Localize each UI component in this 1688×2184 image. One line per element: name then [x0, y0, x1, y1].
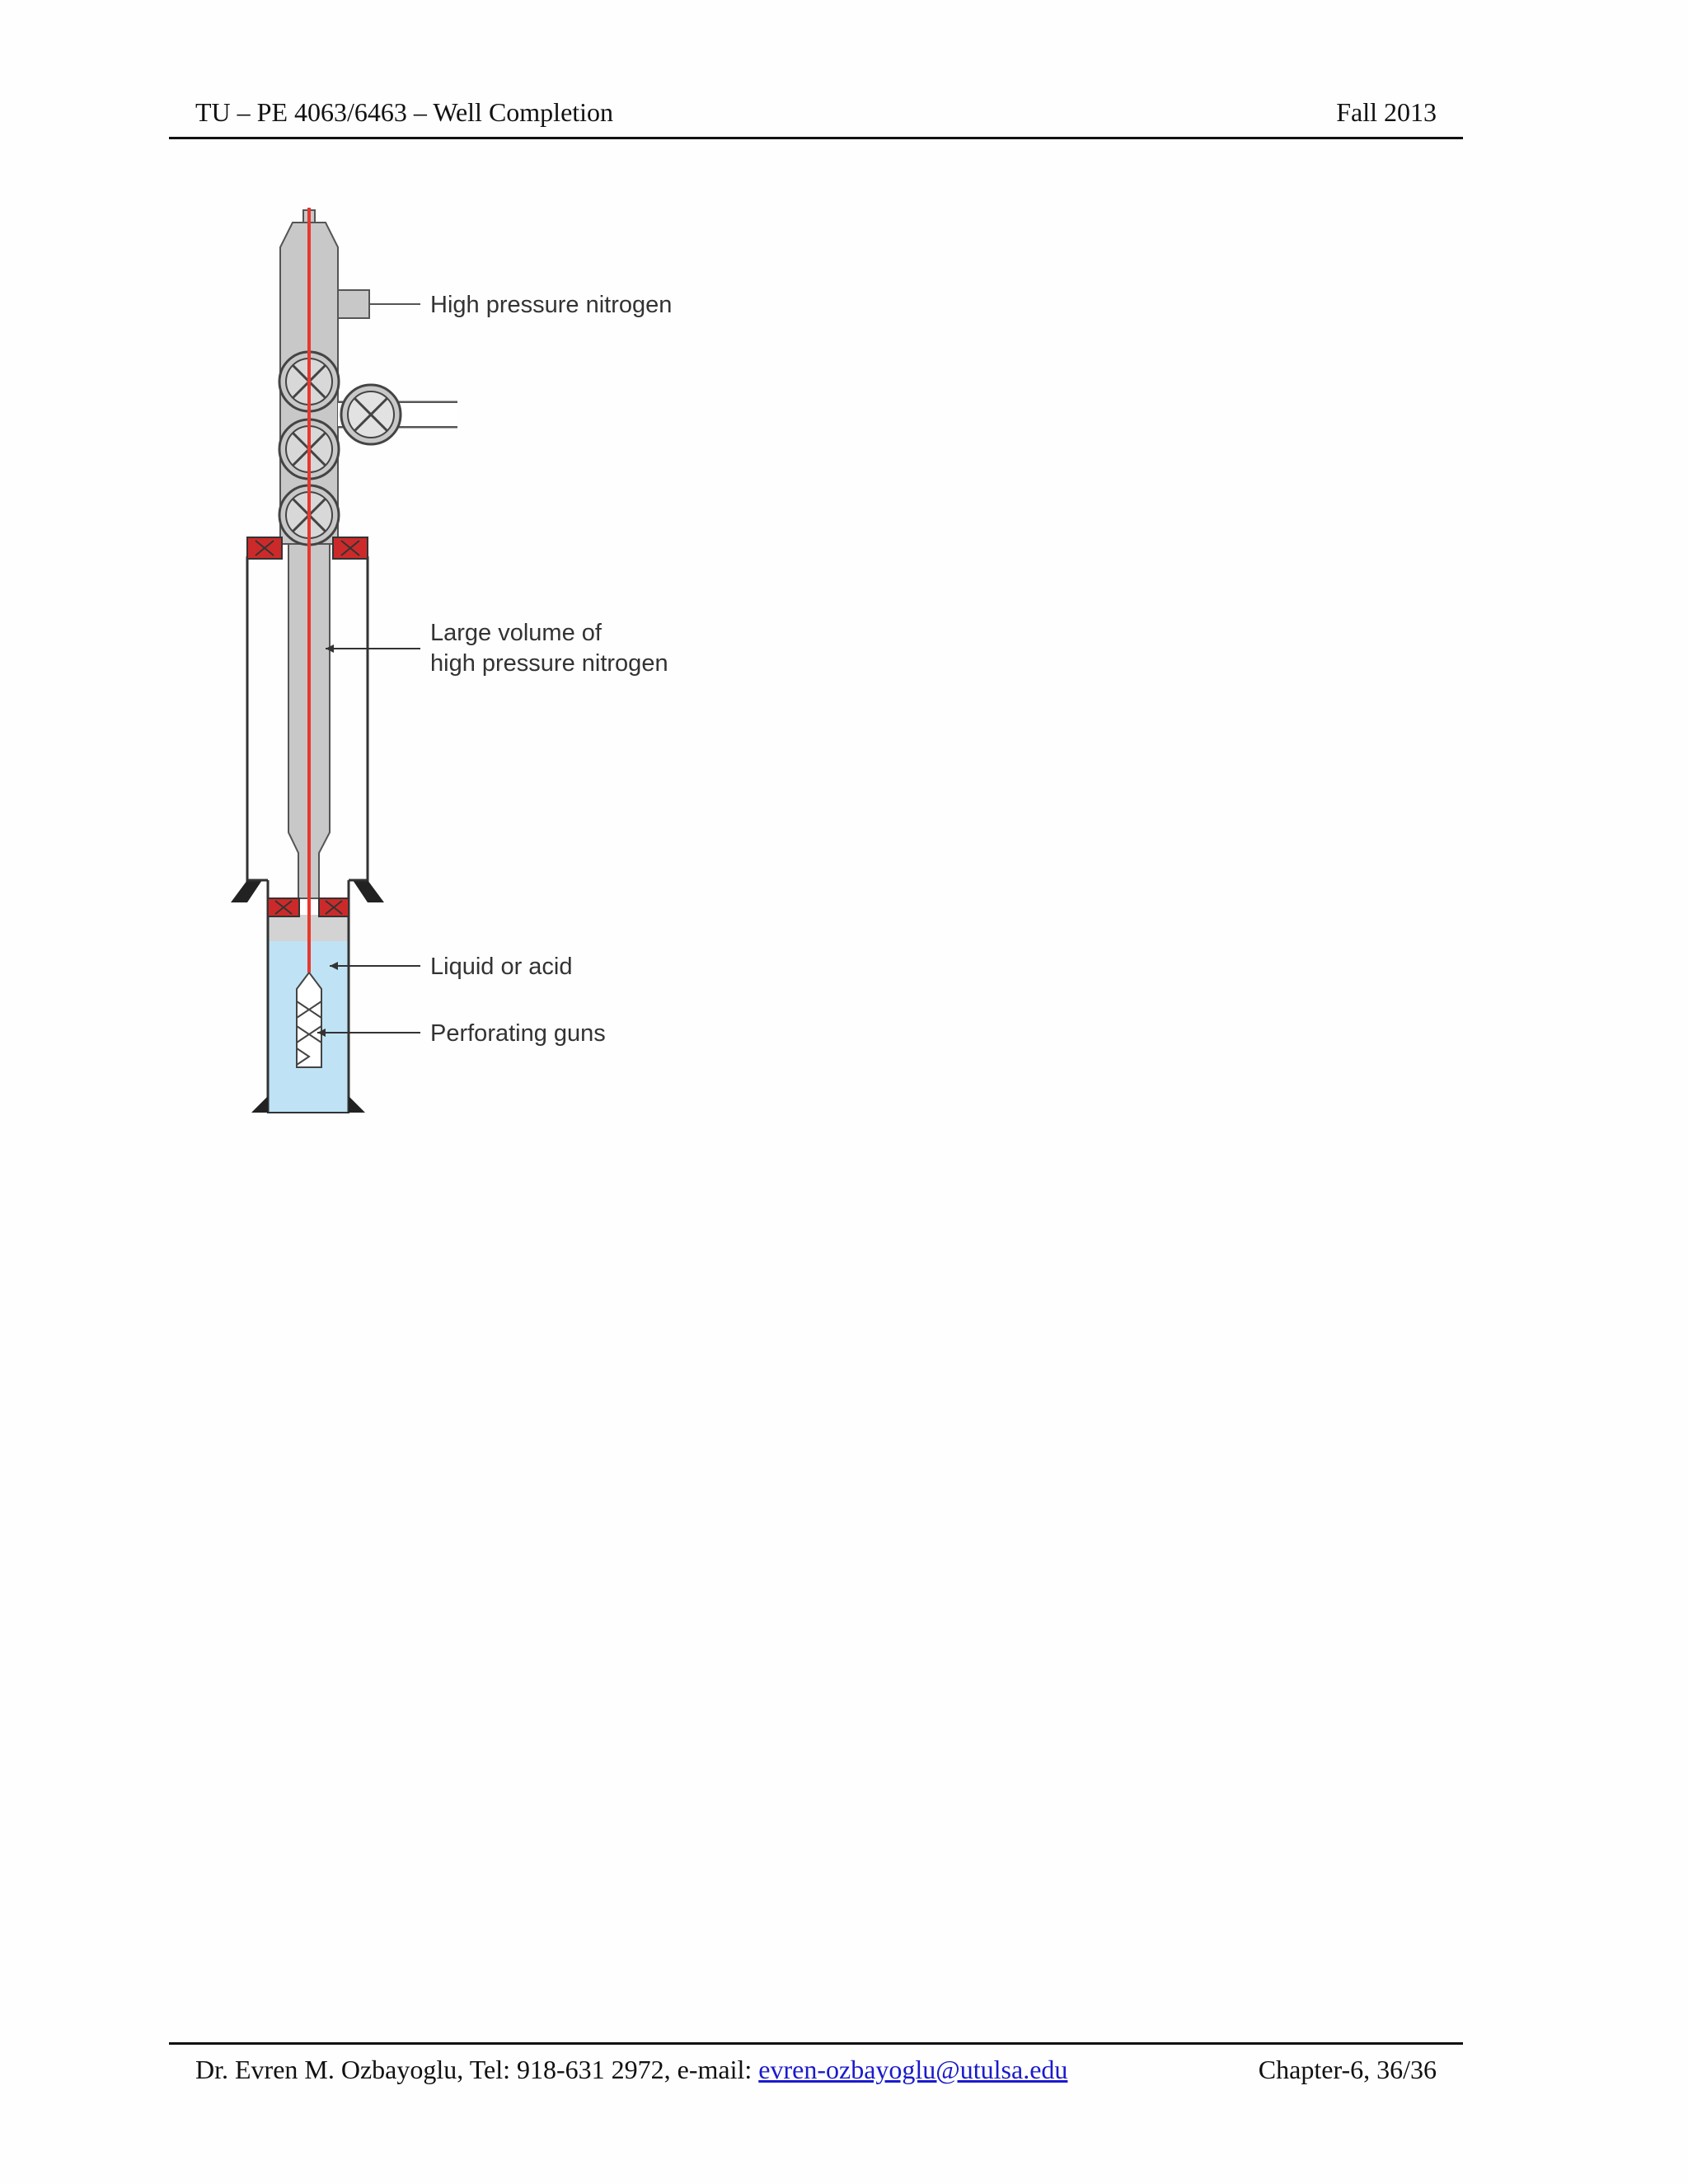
casing-shoulder-left [231, 880, 262, 902]
lower-flange-right [318, 898, 349, 917]
footer-contact: Dr. Evren M. Ozbayoglu, Tel: 918-631 297… [195, 2053, 1067, 2086]
bottom-shoe-left [251, 1096, 268, 1113]
footer-email-link[interactable]: evren-ozbayoglu@utulsa.edu [758, 2055, 1068, 2084]
lower-flange-left [267, 898, 300, 917]
perforating-gun [296, 971, 322, 1068]
leader-guns-arrow [317, 1029, 326, 1037]
well-diagram: High pressure nitrogen Large volume of h… [231, 208, 672, 1113]
label-large-volume-line2: high pressure nitrogen [430, 650, 668, 677]
leader-large-volume-arrow [326, 644, 334, 653]
leader-liquid-arrow [330, 962, 338, 970]
casing-shoulder-right [353, 880, 384, 902]
page-header: TU – PE 4063/6463 – Well Completion Fall… [169, 91, 1463, 139]
nitrogen-inlet-pipe [337, 289, 370, 319]
label-perforating-guns: Perforating guns [430, 1020, 606, 1047]
wing-valve [340, 383, 402, 446]
header-term: Fall 2013 [1336, 97, 1437, 127]
footer-page-ref: Chapter-6, 36/36 [1258, 2055, 1437, 2084]
footer-contact-text: Dr. Evren M. Ozbayoglu, Tel: 918-631 297… [195, 2055, 759, 2084]
label-liquid-or-acid: Liquid or acid [430, 954, 573, 980]
label-large-volume-line1: Large volume of [430, 620, 603, 646]
page-footer: Dr. Evren M. Ozbayoglu, Tel: 918-631 297… [169, 2042, 1463, 2094]
upper-flange-right [332, 537, 368, 560]
upper-flange-left [246, 537, 283, 560]
bottom-shoe-right [349, 1096, 365, 1113]
gun-charges [296, 1001, 322, 1066]
header-course-title: TU – PE 4063/6463 – Well Completion [195, 97, 614, 127]
well-perforation-figure: High pressure nitrogen Large volume of h… [231, 208, 672, 1113]
label-high-pressure-nitrogen: High pressure nitrogen [430, 292, 672, 318]
